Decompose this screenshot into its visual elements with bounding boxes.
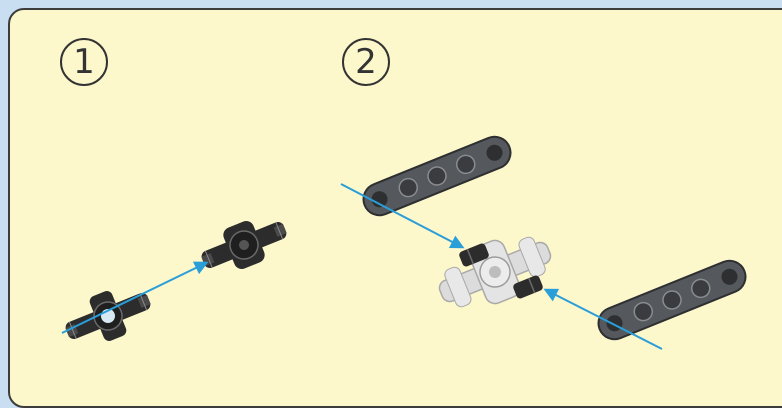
- cross-connector-b-icon: [195, 208, 293, 282]
- assembly-illustration: [0, 0, 782, 395]
- light-cross-connector-icon: [430, 222, 560, 321]
- step-1-arrow: [62, 263, 206, 333]
- step-1-illustration: [58, 208, 293, 355]
- liftarm-beam-bottom-icon: [594, 256, 751, 344]
- liftarm-beam-top-icon: [359, 132, 516, 220]
- cross-connector-a-icon: [58, 277, 158, 354]
- step-2-illustration: [341, 132, 750, 349]
